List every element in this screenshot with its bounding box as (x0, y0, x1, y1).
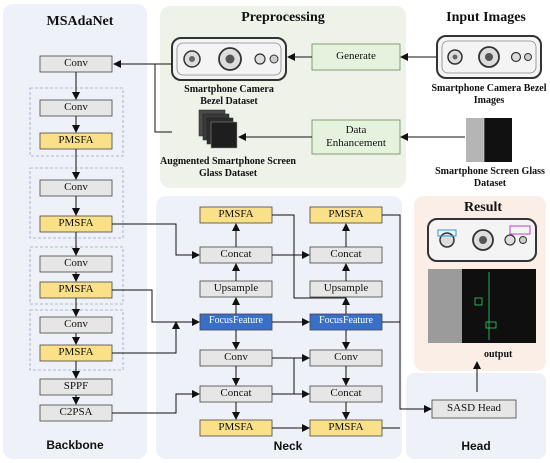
bb-label: C2PSA (59, 406, 93, 418)
n1-label: Conv (224, 351, 248, 363)
n1-label: PMSFA (218, 421, 254, 433)
neck-to-head-1 (382, 214, 432, 413)
augmented-glass-stack (198, 109, 238, 149)
n2-label: PMSFA (328, 208, 364, 220)
result-title: Result (463, 200, 503, 215)
bezel-dataset-label: Smartphone Camera Bezel Dataset (184, 84, 274, 107)
bb-label: Conv (64, 181, 88, 193)
n2-label: Conv (334, 351, 358, 363)
bezel-image-input (436, 35, 542, 79)
sasd-head-label: SASD Head (446, 402, 502, 414)
n2-label: Upsample (323, 282, 369, 294)
bb-label: SPPF (63, 380, 89, 392)
generate-box (311, 43, 401, 71)
n2-label: PMSFA (328, 421, 364, 433)
head-title: Head (461, 439, 491, 453)
backbone-title: Backbone (46, 438, 104, 452)
output-label: output (484, 349, 513, 360)
bb-label: PMSFA (58, 217, 94, 229)
bb-label: Conv (64, 318, 88, 330)
bb-label: Conv (64, 101, 88, 113)
bezel-image-preproc (171, 37, 287, 81)
n1-label: PMSFA (218, 208, 254, 220)
n1-label: Upsample (213, 282, 259, 294)
preprocessing-title: Preprocessing (241, 10, 325, 25)
arrow-to-backbone-conv (113, 60, 172, 133)
result-bezel-image (427, 218, 537, 262)
bb-to-neck-4 (112, 390, 200, 414)
data-enhancement-label: Data Enhancement (326, 124, 386, 149)
n1-label: Concat (220, 387, 252, 399)
n1-to-n2-a (272, 254, 346, 299)
n1-label: Concat (220, 248, 252, 260)
bb-label: Conv (64, 57, 88, 69)
bb-label: PMSFA (58, 134, 94, 146)
screen-glass-image-input (466, 118, 512, 162)
data-enhancement-box (311, 119, 401, 155)
n1-to-n2-c (272, 354, 310, 395)
bb-label: Conv (64, 257, 88, 269)
n2-label: Concat (330, 248, 362, 260)
n2-label: FocusFeature (319, 315, 373, 326)
augmented-dataset-label: Augmented Smartphone Screen Glass Datase… (160, 156, 296, 179)
n1-label: FocusFeature (209, 315, 263, 326)
bb-label: PMSFA (58, 283, 94, 295)
bb-to-neck-1 (112, 223, 200, 259)
n2-label: Concat (330, 387, 362, 399)
bb-to-neck-3 (112, 321, 180, 354)
screen-glass-label: Smartphone Screen Glass Dataset (435, 166, 545, 189)
generate-label: Generate (336, 50, 376, 62)
neck-title: Neck (273, 439, 303, 453)
bezel-images-label: Smartphone Camera Bezel Images (431, 83, 547, 106)
msadanet-title: MSAdaNet (46, 14, 114, 29)
bb-label: PMSFA (58, 346, 94, 358)
sasd-head-box (431, 399, 517, 419)
input-images-title: Input Images (446, 10, 526, 25)
result-glass-image (428, 269, 536, 343)
n1-to-n2-b (272, 214, 310, 259)
